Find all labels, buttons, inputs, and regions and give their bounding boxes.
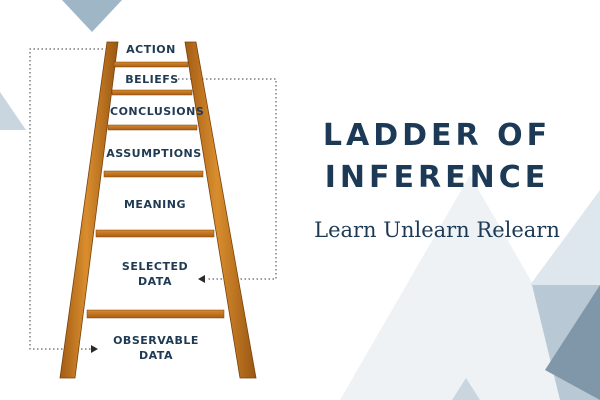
selected-data-arrow-icon — [198, 275, 205, 283]
step-selected-data-line1: SELECTED — [121, 260, 189, 273]
step-beliefs-label: BELIEFS — [125, 73, 179, 86]
step-action-label: ACTION — [126, 43, 176, 56]
action-to-observable-connector — [29, 48, 115, 350]
ladder-rung — [107, 124, 198, 131]
triangle-big-light-decor — [340, 175, 600, 400]
beliefs-to-selected-connector — [178, 78, 277, 280]
ladder-right-rail — [184, 41, 257, 379]
ladder-rung — [113, 61, 189, 68]
triangle-bottom-decor — [452, 378, 480, 400]
step-observable-data-line2: DATA — [139, 349, 173, 362]
title-line-1: LADDER OF — [322, 118, 552, 153]
ladder-rung — [95, 229, 215, 238]
step-observable-data-line1: OBSERVABLE — [113, 334, 199, 347]
ladder-rung — [111, 89, 193, 96]
ladder-rung — [86, 309, 225, 319]
step-selected-data-line2: DATA — [138, 275, 172, 288]
step-observable-data-label: OBSERVABLE DATA — [100, 333, 212, 363]
observable-data-arrow-icon — [91, 345, 98, 353]
step-conclusions-label: CONCLUSIONS — [110, 105, 205, 118]
title-line-2: INFERENCE — [324, 160, 550, 195]
triangle-right-dark-decor — [545, 285, 600, 400]
triangle-left-decor — [0, 92, 26, 130]
triangle-top-decor — [62, 0, 122, 32]
ladder-rungs — [86, 61, 225, 319]
reflexive-loop-connectors — [29, 48, 277, 350]
ladder-left-rail — [59, 41, 119, 379]
triangle-right-light-decor — [530, 190, 600, 285]
subtitle: Learn Unlearn Relearn — [314, 218, 560, 242]
step-meaning-label: MEANING — [123, 198, 186, 211]
step-assumptions-label: ASSUMPTIONS — [106, 147, 202, 160]
ladder-rung — [103, 170, 204, 178]
step-selected-data-label: SELECTED DATA — [104, 259, 206, 289]
